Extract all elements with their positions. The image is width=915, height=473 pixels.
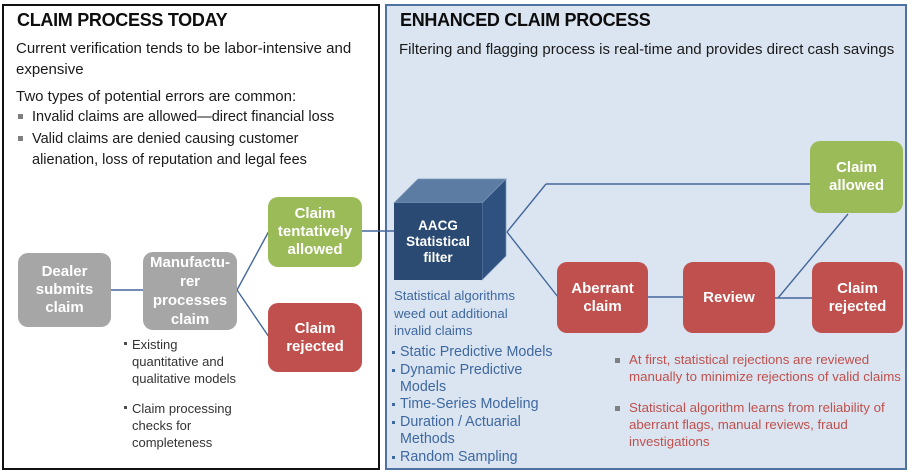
left-panel-error-bullet-list: Invalid claims are allowed—direct financ…	[17, 107, 373, 172]
method-bullet-text: Random Sampling	[400, 449, 518, 466]
node-label-line: filter	[423, 249, 453, 265]
left-panel-intro: Current verification tends to be labor-i…	[16, 40, 352, 78]
left-panel-errors-heading: Two types of potential errors are common…	[16, 88, 297, 105]
method-bullet-item: Dynamic Predictive Models	[392, 362, 567, 396]
node-aacg-statistical-filter: AACG Statistical filter	[394, 203, 482, 280]
bullet-square-icon	[18, 114, 23, 119]
bullet-dot-icon	[392, 421, 395, 425]
node-dealer-submits-claim: Dealer submits claim	[18, 253, 111, 327]
note-text: Existing quantitative and qualitative mo…	[132, 337, 237, 386]
bullet-square-icon	[615, 405, 620, 411]
bullet-dot-icon	[392, 368, 395, 372]
node-label: Manufactu- rer processes claim	[150, 253, 230, 329]
connector-manufacturer-allowed	[236, 230, 270, 291]
bullet-dot-icon	[392, 351, 395, 354]
connector-filter-up	[506, 183, 547, 233]
review-bullet-list: At first, statistical rejections are rev…	[614, 351, 906, 451]
method-bullet-item: Random Sampling	[392, 449, 567, 466]
node-review: Review	[683, 262, 775, 333]
right-panel-title: ENHANCED CLAIM PROCESS	[400, 10, 651, 30]
method-line: Models	[400, 378, 447, 395]
node-claim-tentatively-allowed: Claim tentatively allowed	[268, 197, 362, 267]
review-bullet-text: At first, statistical rejections are rev…	[629, 352, 901, 385]
method-line: Time-Series Modeling	[400, 396, 539, 413]
method-bullet-text: Dynamic Predictive Models	[400, 362, 522, 396]
connector-manufacturer-rejected	[236, 289, 270, 338]
connector-review-claimallowed	[777, 213, 849, 299]
review-bullet-text: Statistical algorithm learns from reliab…	[629, 399, 885, 450]
note-item: Claim processing checks for completeness	[124, 400, 248, 451]
method-line: Duration / Actuarial	[400, 414, 521, 431]
method-bullet-item: Static Predictive Models	[392, 344, 567, 361]
right-panel-intro: Filtering and flagging process is real-t…	[399, 41, 895, 58]
manufacturer-notes-list: Existing quantitative and qualitative mo…	[124, 336, 248, 452]
bullet-square-icon	[615, 358, 620, 363]
node-label-line: processes	[152, 292, 228, 309]
node-label-line: rer	[179, 273, 201, 290]
node-manufacturer-processes-claim: Manufactu- rer processes claim	[143, 252, 237, 330]
method-bullet-item: Duration / Actuarial Methods	[392, 414, 567, 448]
review-bullet-item: Statistical algorithm learns from reliab…	[614, 399, 906, 451]
error-bullet-text: Invalid claims are allowed—direct financ…	[32, 109, 335, 125]
method-line: Dynamic Predictive	[400, 361, 523, 378]
node-label-line: claim	[170, 311, 210, 328]
method-line: Static Predictive Models	[400, 344, 553, 360]
bullet-dot-icon	[392, 403, 395, 407]
node-label-line: Manufactu-	[150, 254, 230, 271]
method-line: Random Sampling	[400, 448, 518, 465]
bullet-dot-icon	[124, 342, 127, 345]
node-claim-rejected-left: Claim rejected	[268, 303, 362, 372]
filter-cube-icon	[393, 178, 507, 281]
error-bullet-text: Valid claims are denied causing customer…	[32, 131, 307, 168]
method-line: Methods	[400, 430, 455, 447]
bullet-dot-icon	[124, 406, 127, 409]
node-label-line: Statistical	[406, 233, 470, 249]
error-bullet-item: Invalid claims are allowed—direct financ…	[17, 107, 373, 128]
filter-caption: Statistical algorithms weed out addition…	[394, 288, 515, 338]
error-bullet-item: Valid claims are denied causing customer…	[17, 129, 373, 171]
note-item: Existing quantitative and qualitative mo…	[124, 336, 248, 387]
review-bullet-item: At first, statistical rejections are rev…	[614, 351, 906, 386]
connector-lines	[111, 183, 849, 338]
note-text: Claim processing checks for completeness	[132, 401, 232, 450]
bullet-square-icon	[18, 136, 23, 141]
node-label-line: AACG	[418, 217, 458, 233]
node-claim-rejected-right: Claim rejected	[812, 262, 903, 333]
method-bullet-text: Duration / Actuarial Methods	[400, 414, 521, 448]
node-claim-allowed: Claim allowed	[810, 141, 903, 213]
method-bullet-text: Time-Series Modeling	[400, 396, 539, 413]
method-bullet-item: Time-Series Modeling	[392, 396, 567, 413]
left-panel-title: CLAIM PROCESS TODAY	[17, 10, 228, 30]
method-bullet-text: Static Predictive Models	[400, 344, 553, 361]
connector-filter-aberrant	[506, 231, 559, 298]
filter-cube-front-face	[394, 203, 482, 280]
method-bullet-list: Static Predictive Models Dynamic Predict…	[392, 344, 567, 467]
bullet-dot-icon	[392, 455, 395, 459]
node-aberrant-claim: Aberrant claim	[557, 262, 648, 333]
